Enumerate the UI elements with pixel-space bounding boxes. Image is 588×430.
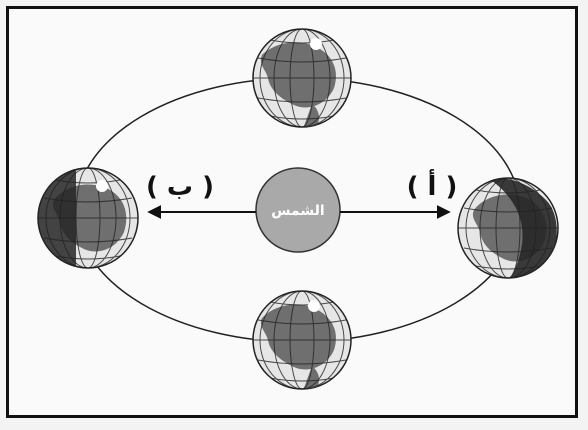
earth-left xyxy=(38,168,138,268)
label-b: ( ب ) xyxy=(146,172,214,202)
earth-top xyxy=(253,29,351,128)
earth-bottom xyxy=(253,291,351,390)
label-a: ( أ ) xyxy=(407,169,458,202)
sun-label: الشمس xyxy=(271,203,324,219)
sun: الشمس xyxy=(256,168,340,252)
earth-right xyxy=(458,178,558,282)
